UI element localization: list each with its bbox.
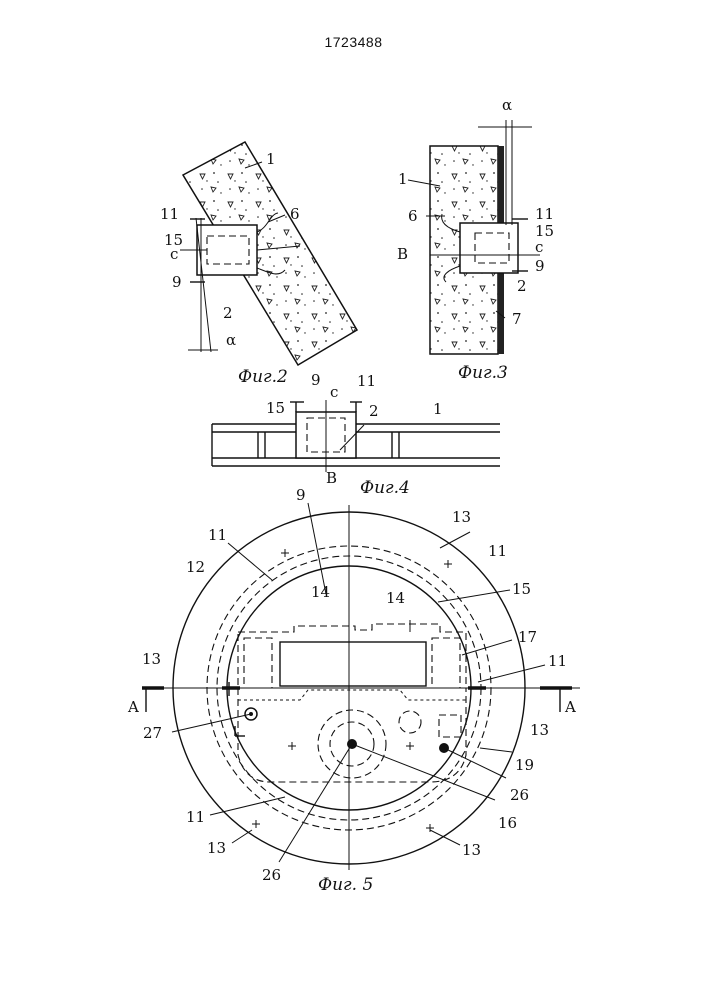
fig3-label-6: 6 — [408, 207, 418, 225]
fig5-label-11-right: 11 — [548, 652, 567, 670]
fig5-label-9: 9 — [296, 486, 306, 504]
fig5-label-19: 19 — [515, 756, 534, 774]
fig5-label-13-left: 13 — [142, 650, 161, 668]
fig5-label-12: 12 — [186, 558, 205, 576]
fig3-label-2: 2 — [517, 277, 527, 295]
fig3-label-B: B — [397, 245, 408, 263]
fig5-label-11-top-right: 11 — [488, 542, 507, 560]
fig3-label-7: 7 — [512, 310, 522, 328]
fig5-label-A-left: A — [127, 698, 139, 716]
fig5-label-13-top-right: 13 — [452, 508, 471, 526]
fig5-lower-chamber — [238, 688, 466, 782]
fig5-label-15: 15 — [512, 580, 531, 598]
fig5-label-13-right: 13 — [530, 721, 549, 739]
fig2-label-2: 2 — [223, 304, 233, 322]
fig5-label-A-right: A — [564, 698, 576, 716]
fig5-label-13-bottom-right: 13 — [462, 841, 481, 859]
fig5-caption: Фиг. 5 — [318, 875, 373, 895]
fig5-label-13-bottom-left: 13 — [207, 839, 226, 857]
fig5-label-26-bottom: 26 — [262, 866, 281, 884]
fig4-label-B: B — [326, 469, 337, 487]
fig5-label-17: 17 — [518, 628, 537, 646]
fig2-label-1: 1 — [266, 150, 276, 168]
fig3-label-11: 11 — [535, 205, 554, 223]
figure-3: α 1 6 B 11 15 c 9 2 7 Фиг.3 — [397, 96, 554, 383]
fig4-label-1: 1 — [433, 400, 443, 418]
fig4-label-2: 2 — [369, 402, 379, 420]
figure-4: 9 c 11 15 2 1 B Фиг.4 — [212, 371, 500, 498]
figure-5: 9 11 13 12 11 14 14 15 17 11 13 A A 13 2… — [127, 486, 580, 895]
fig2-label-alpha: α — [226, 331, 236, 349]
fig5-label-11-top-left: 11 — [208, 526, 227, 544]
fig4-label-15: 15 — [266, 399, 285, 417]
fig5-label-14-right: 14 — [386, 589, 405, 607]
fig3-label-1: 1 — [398, 170, 408, 188]
fig4-caption: Фиг.4 — [360, 478, 410, 498]
fig3-caption: Фиг.3 — [458, 363, 508, 383]
fig5-label-26-right: 26 — [510, 786, 529, 804]
fig5-window — [280, 642, 426, 686]
fig3-label-9: 9 — [535, 257, 545, 275]
fig3-label-c: c — [535, 238, 543, 256]
fig5-label-11-bottom: 11 — [186, 808, 205, 826]
fig2-caption: Фиг.2 — [238, 367, 288, 387]
fig5-label-27: 27 — [143, 724, 162, 742]
fig2-label-c: c — [170, 245, 178, 263]
fig4-label-9: 9 — [311, 371, 321, 389]
fig2-label-9: 9 — [172, 273, 182, 291]
fig2-label-6: 6 — [290, 205, 300, 223]
fig5-label-14-left: 14 — [311, 583, 330, 601]
figure-2: 1 6 11 15 c 9 2 α Фиг.2 — [160, 142, 357, 387]
fig5-label-16: 16 — [498, 814, 517, 832]
fig3-label-alpha: α — [502, 96, 512, 114]
fig2-label-11: 11 — [160, 205, 179, 223]
fig4-label-11: 11 — [357, 372, 376, 390]
fig4-label-c: c — [330, 383, 338, 401]
